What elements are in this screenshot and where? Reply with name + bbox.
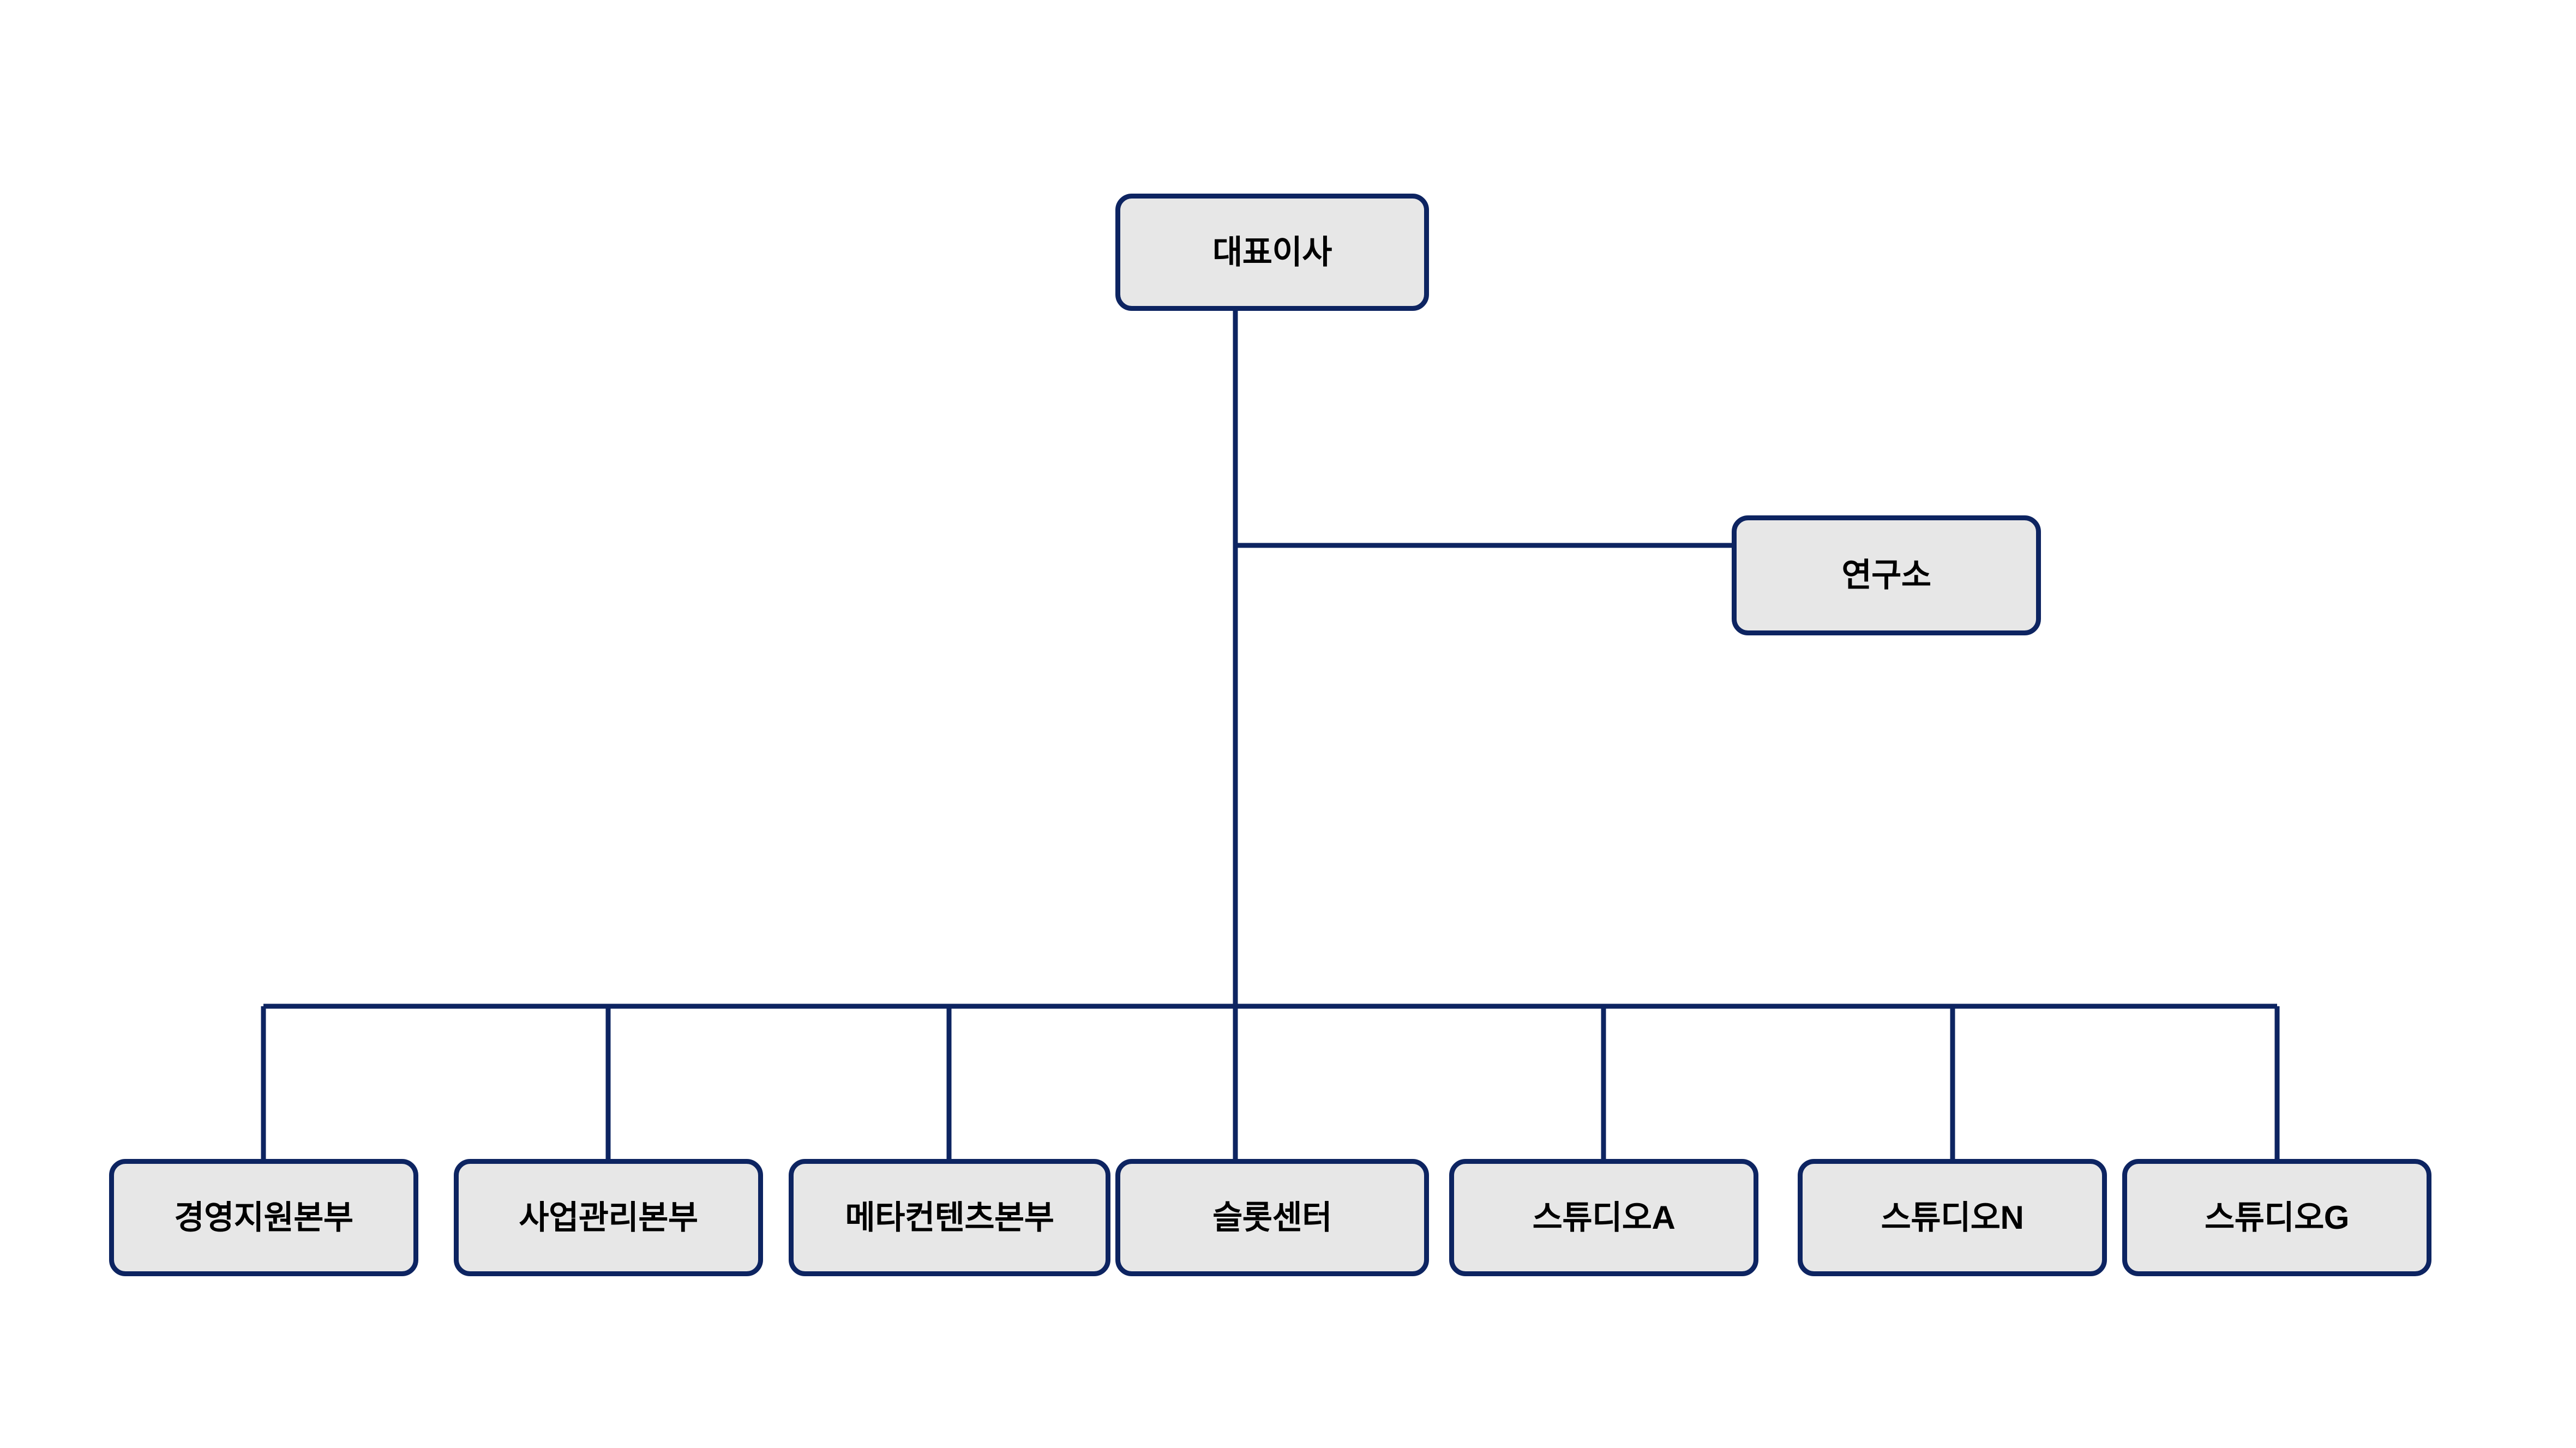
org-node-slot-center[interactable]: 슬롯센터 (1115, 1159, 1429, 1276)
org-node-label: 연구소 (1841, 557, 1931, 593)
org-node-business-management[interactable]: 사업관리본부 (454, 1159, 763, 1276)
org-node-label: 경영지원본부 (174, 1199, 353, 1236)
org-node-label: 슬롯센터 (1212, 1199, 1332, 1236)
org-node-studio-g[interactable]: 스튜디오G (2122, 1159, 2431, 1276)
org-node-studio-a[interactable]: 스튜디오A (1449, 1159, 1758, 1276)
org-node-label: 메타컨텐츠본부 (845, 1199, 1054, 1236)
org-node-ceo[interactable]: 대표이사 (1115, 194, 1429, 311)
org-node-label: 스튜디오A (1532, 1199, 1676, 1236)
org-node-label: 스튜디오N (1881, 1199, 2024, 1236)
org-node-label: 사업관리본부 (519, 1199, 698, 1236)
org-node-studio-n[interactable]: 스튜디오N (1798, 1159, 2107, 1276)
org-node-label: 대표이사 (1212, 233, 1332, 271)
org-node-label: 스튜디오G (2205, 1199, 2349, 1236)
org-node-research-institute[interactable]: 연구소 (1732, 515, 2041, 635)
org-node-management-support[interactable]: 경영지원본부 (109, 1159, 418, 1276)
org-node-meta-contents[interactable]: 메타컨텐츠본부 (789, 1159, 1110, 1276)
